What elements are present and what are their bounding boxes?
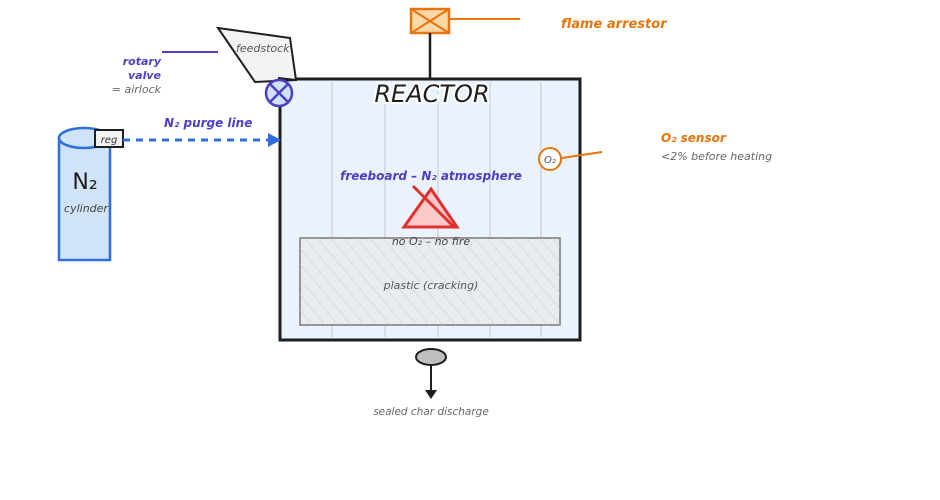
o2-sensor-icon [538, 147, 562, 171]
o2-sensor-leader [561, 151, 603, 159]
n2-purge-line-label: N₂ purge line [164, 116, 252, 130]
cylinder-label: cylinder [64, 202, 109, 215]
n2-purge-line [123, 133, 281, 147]
regulator-label: reg [101, 135, 118, 146]
feedstock-label: feedstock [236, 42, 290, 55]
feedstock-hopper [215, 26, 298, 84]
flame-arrestor-label: flame arrestor [561, 17, 668, 32]
discharge-valve-icon [415, 348, 447, 399]
fire-triangle-icon [401, 184, 460, 230]
o2-sensor-note: <2% before heating [661, 150, 772, 163]
freeboard-label: freeboard – N₂ atmosphere [340, 169, 522, 183]
o2-sensor-tag: O₂ [544, 155, 556, 166]
plastic-bed [299, 237, 561, 326]
flame-arrestor-icon [409, 7, 451, 35]
o2-sensor-label: O₂ sensor [661, 131, 727, 145]
rotary-valve-label-1: rotary [123, 55, 162, 68]
n2-cylinder-title: N₂ [72, 170, 97, 195]
char-discharge-label: sealed char discharge [373, 406, 489, 418]
plastic-label: plastic (cracking) [383, 279, 479, 292]
rotary-valve-label-2: valve [128, 69, 162, 82]
airlock-label: = airlock [112, 83, 162, 96]
reactor-title: REACTOR [374, 80, 489, 108]
rotary-valve-icon [264, 78, 294, 108]
no-o2-label: no O₂ – no fire [392, 235, 471, 248]
